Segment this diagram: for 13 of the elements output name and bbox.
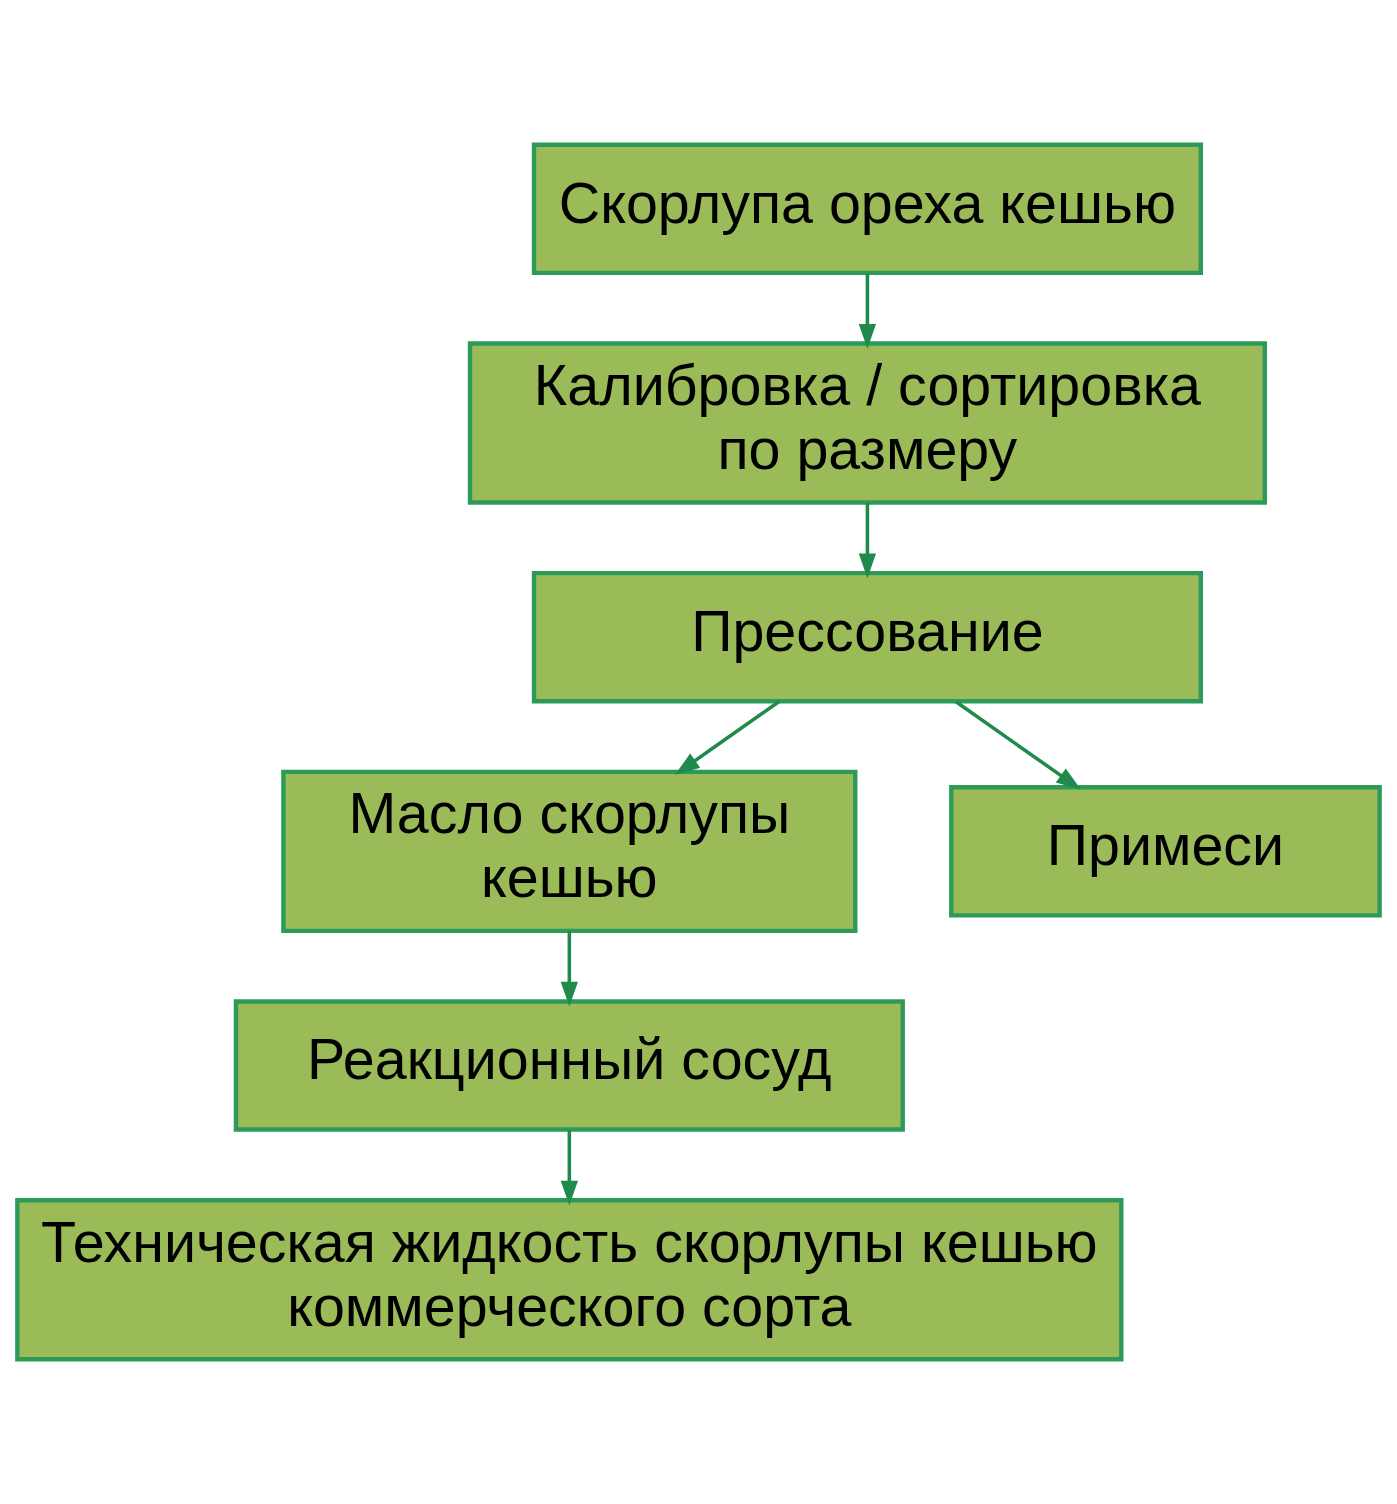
node-box: Техническая жидкость скорлупы кешью коммерческого сорта [15, 1198, 1124, 1362]
arrow [674, 700, 780, 775]
arrow [955, 700, 1082, 790]
node-box: Примеси [949, 785, 1382, 918]
arrow [858, 273, 877, 349]
arrow [858, 502, 877, 579]
node-box: Калибровка / сортировка по размеру [467, 341, 1268, 505]
arrow [560, 1130, 578, 1206]
node-box: Масло скорлупы кешью [281, 769, 858, 934]
node-box: Прессование [531, 570, 1203, 704]
node-box: Реакционный сосуд [233, 999, 905, 1132]
arrow [560, 931, 578, 1007]
node-box: Скорлупа ореха кешью [531, 142, 1203, 276]
